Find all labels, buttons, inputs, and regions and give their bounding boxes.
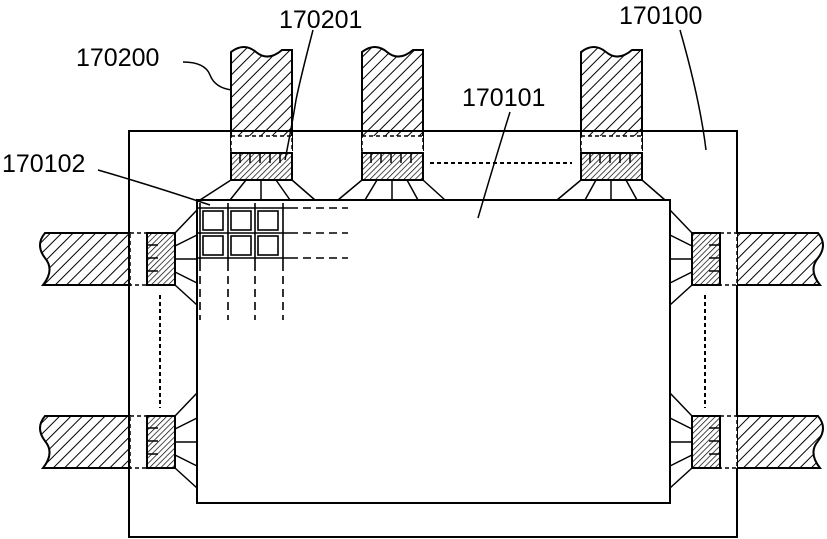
label-170201: 170201 bbox=[279, 6, 362, 34]
pixel-region bbox=[197, 200, 670, 503]
fanout-right bbox=[670, 210, 692, 488]
label-170100: 170100 bbox=[619, 2, 702, 30]
fpc-left-lower bbox=[40, 416, 175, 468]
fanout-left bbox=[175, 210, 197, 488]
label-170102: 170102 bbox=[2, 150, 85, 178]
fpc-right-lower bbox=[692, 416, 823, 468]
fanout-top bbox=[200, 180, 665, 200]
fpc-top-center bbox=[362, 47, 423, 180]
label-170101: 170101 bbox=[462, 84, 545, 112]
label-170200: 170200 bbox=[76, 44, 159, 72]
fpc-top-left bbox=[231, 47, 292, 180]
fpc-left-upper bbox=[40, 233, 175, 285]
fpc-top-right bbox=[581, 47, 642, 180]
fpc-right-upper bbox=[692, 233, 823, 285]
